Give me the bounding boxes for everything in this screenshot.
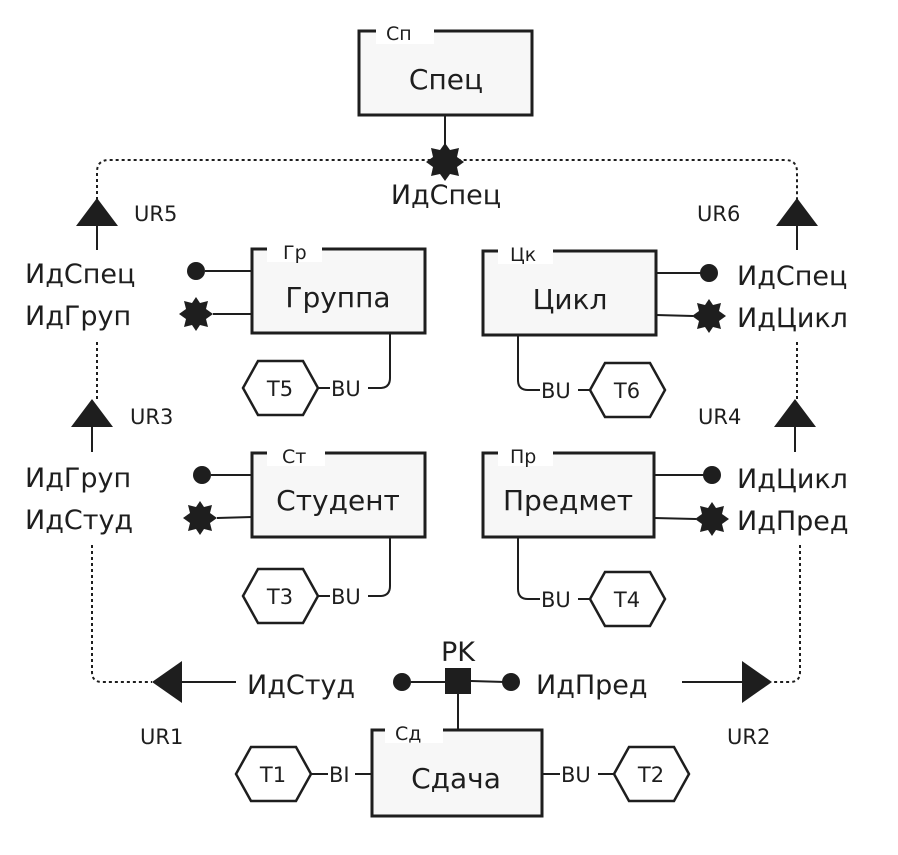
t2-event-label: BU — [561, 763, 591, 787]
entity-gruppa-name: Группа — [285, 281, 390, 314]
entity-sdacha-alias: Сд — [395, 723, 421, 745]
t6-event-label: BU — [541, 379, 571, 403]
entity-spec[interactable]: Сп Спец — [357, 22, 534, 117]
foreign-key-marker-icon — [703, 466, 721, 484]
predmet-key-label: ИдПред — [737, 506, 849, 537]
foreign-key-marker-icon — [700, 264, 718, 282]
foreign-key-marker-icon — [502, 673, 520, 691]
ur6-arrow-icon — [776, 198, 818, 226]
ur4-label: UR4 — [698, 405, 741, 429]
hexagon-icon — [234, 745, 313, 803]
entity-sdacha[interactable]: Сд Сдача — [370, 721, 544, 818]
ur2-label: UR2 — [727, 725, 770, 749]
student-fk-label: ИдГруп — [25, 463, 131, 494]
ur3-label: UR3 — [130, 405, 173, 429]
sdacha-fk-student-label: ИдСтуд — [247, 670, 355, 701]
trigger-t6[interactable]: T6 — [588, 361, 667, 419]
t3-event-label: BU — [331, 585, 361, 609]
entity-spec-name: Спец — [409, 63, 483, 96]
primary-key-marker-icon — [179, 297, 213, 331]
ur1-label: UR1 — [140, 725, 183, 749]
ur5-arrow-icon — [76, 198, 118, 226]
cikl-key-label: ИдЦикл — [737, 303, 848, 334]
hexagon-icon — [241, 359, 320, 417]
pk-square-icon — [445, 668, 471, 694]
trigger-t1[interactable]: T1 — [234, 745, 313, 803]
t1-label: T1 — [259, 763, 286, 787]
t5-label: T5 — [266, 377, 293, 401]
ur1-path — [91, 545, 152, 683]
predmet-fk-label: ИдЦикл — [737, 464, 848, 495]
entity-predmet-alias: Пр — [510, 446, 536, 468]
entity-cikl-name: Цикл — [533, 283, 608, 316]
primary-key-marker-icon — [183, 501, 217, 535]
entity-spec-alias: Сп — [386, 23, 412, 45]
trigger-t2[interactable]: T2 — [612, 745, 691, 803]
ur1-arrow-icon — [152, 661, 182, 703]
hexagon-icon — [241, 567, 320, 625]
student-key-label: ИдСтуд — [25, 505, 133, 536]
foreign-key-marker-icon — [193, 466, 211, 484]
gruppa-key-label: ИдГруп — [25, 301, 131, 332]
foreign-key-marker-icon — [187, 262, 205, 280]
entity-predmet[interactable]: Пр Предмет — [481, 444, 656, 539]
trigger-t3[interactable]: T3 — [241, 567, 320, 625]
entity-student[interactable]: Ст Студент — [250, 444, 427, 539]
ur2-path — [772, 545, 801, 683]
cikl-fk-label: ИдСпец — [737, 261, 847, 292]
entity-predmet-name: Предмет — [503, 484, 633, 517]
primary-key-marker-icon — [695, 502, 729, 536]
entity-cikl[interactable]: Цк Цикл — [481, 242, 658, 337]
primary-key-marker-icon — [692, 299, 726, 333]
entity-student-alias: Ст — [282, 446, 306, 468]
t3-label: T3 — [266, 585, 293, 609]
trigger-t4[interactable]: T4 — [588, 570, 667, 628]
hexagon-icon — [588, 361, 667, 419]
sdacha-fk-predmet-label: ИдПред — [536, 670, 648, 701]
t5-event-label: BU — [331, 377, 361, 401]
entity-gruppa-alias: Гр — [283, 242, 307, 264]
t1-event-label: BI — [329, 763, 350, 787]
entity-gruppa[interactable]: Гр Группа — [250, 240, 427, 335]
ur3-arrow-icon — [71, 399, 113, 427]
ur2-arrow-icon — [742, 661, 772, 703]
entity-sdacha-name: Сдача — [411, 762, 501, 795]
entity-cikl-alias: Цк — [510, 244, 536, 266]
entity-student-name: Студент — [276, 484, 400, 517]
foreign-key-marker-icon — [393, 673, 411, 691]
trigger-t5[interactable]: T5 — [241, 359, 320, 417]
pk-label: PK — [441, 637, 476, 668]
spec-key-label: ИдСпец — [391, 180, 501, 211]
ur4-arrow-icon — [774, 399, 816, 427]
primary-key-marker-icon — [426, 143, 464, 181]
ur6-label: UR6 — [697, 202, 740, 226]
t6-label: T6 — [613, 379, 640, 403]
gruppa-fk-label: ИдСпец — [25, 259, 135, 290]
hexagon-icon — [612, 745, 691, 803]
t2-label: T2 — [637, 763, 664, 787]
ur5-label: UR5 — [134, 202, 177, 226]
t4-event-label: BU — [541, 588, 571, 612]
hexagon-icon — [588, 570, 667, 628]
t4-label: T4 — [613, 588, 640, 612]
